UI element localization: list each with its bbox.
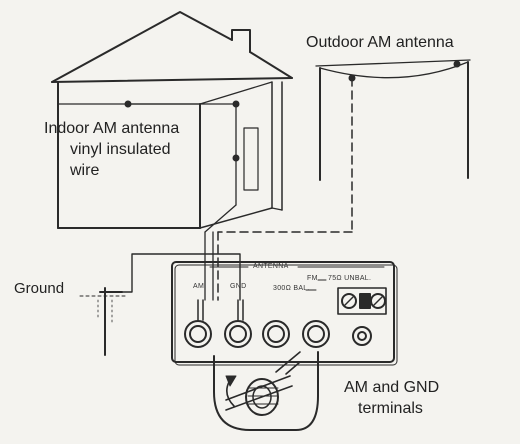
panel-75-unbal-label: 75Ω UNBAL.	[328, 275, 372, 282]
wire-label: wire	[70, 162, 100, 179]
terminal-closeup	[213, 351, 319, 431]
terminal-am	[184, 299, 212, 348]
indoor-antenna-label: Indoor AM antenna	[44, 120, 180, 137]
panel-gnd-label: GND	[230, 283, 247, 290]
ground-connection	[79, 253, 241, 356]
panel-300-bal-label: 300Ω BAL.	[273, 285, 310, 292]
terminal-75-unbal	[337, 287, 387, 346]
terminal-300-bal-1	[262, 320, 290, 348]
indoor-antenna-wire	[127, 103, 237, 301]
terminals-label-line2: terminals	[358, 400, 423, 417]
wire-insulator	[348, 74, 356, 82]
wire-insulator	[453, 60, 461, 68]
rear-panel	[171, 261, 398, 366]
terminal-300-bal-2	[302, 320, 330, 348]
outdoor-antenna-label: Outdoor AM antenna	[306, 34, 454, 51]
terminals-label-line1: AM and GND	[344, 379, 440, 396]
wire-insulator	[124, 100, 132, 108]
wire-insulator	[232, 100, 240, 108]
vinyl-wire-label: vinyl insulated	[70, 141, 171, 158]
house-outline	[51, 11, 293, 229]
panel-antenna-label: ANTENNA	[253, 263, 289, 270]
wire-insulator	[232, 154, 240, 162]
outdoor-antenna	[217, 59, 471, 301]
panel-am-label: AM	[193, 283, 205, 290]
panel-fm-label: FM	[307, 275, 318, 282]
ground-label: Ground	[14, 280, 65, 297]
terminal-gnd	[224, 299, 252, 348]
